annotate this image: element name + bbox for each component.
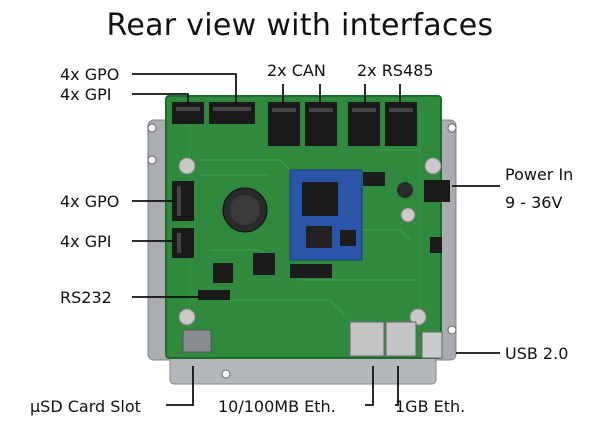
label-power-range: 9 - 36V xyxy=(505,193,563,212)
ethernet-ports xyxy=(349,321,417,357)
connector-power xyxy=(397,180,450,223)
page-title: Rear view with interfaces xyxy=(106,8,494,43)
ic-chips xyxy=(213,172,442,283)
label-gpi-top: 4x GPI xyxy=(60,85,112,104)
connector-gpi-side xyxy=(172,228,194,258)
label-gpo-side: 4x GPO xyxy=(60,192,120,211)
usb-port xyxy=(421,331,443,359)
label-usd-slot: µSD Card Slot xyxy=(30,397,141,416)
usd-slot xyxy=(182,329,212,353)
label-gpi-side: 4x GPI xyxy=(60,232,112,251)
connector-rs485 xyxy=(348,102,417,146)
label-gpo-top: 4x GPO xyxy=(60,65,120,84)
coin-battery xyxy=(222,187,268,233)
label-rs232: RS232 xyxy=(60,288,112,307)
label-eth-1g: 1GB Eth. xyxy=(395,397,466,416)
connector-gpio-top xyxy=(172,102,255,124)
compute-module xyxy=(289,169,363,261)
connector-gpo-side xyxy=(172,181,194,221)
connector-rs232 xyxy=(198,290,230,300)
connector-can xyxy=(268,102,337,146)
label-rs485: 2x RS485 xyxy=(357,61,434,80)
label-eth-100: 10/100MB Eth. xyxy=(218,397,336,416)
label-can: 2x CAN xyxy=(267,61,326,80)
label-power-in: Power In xyxy=(505,165,574,184)
leader-lines xyxy=(132,73,500,406)
label-usb: USB 2.0 xyxy=(505,344,569,363)
